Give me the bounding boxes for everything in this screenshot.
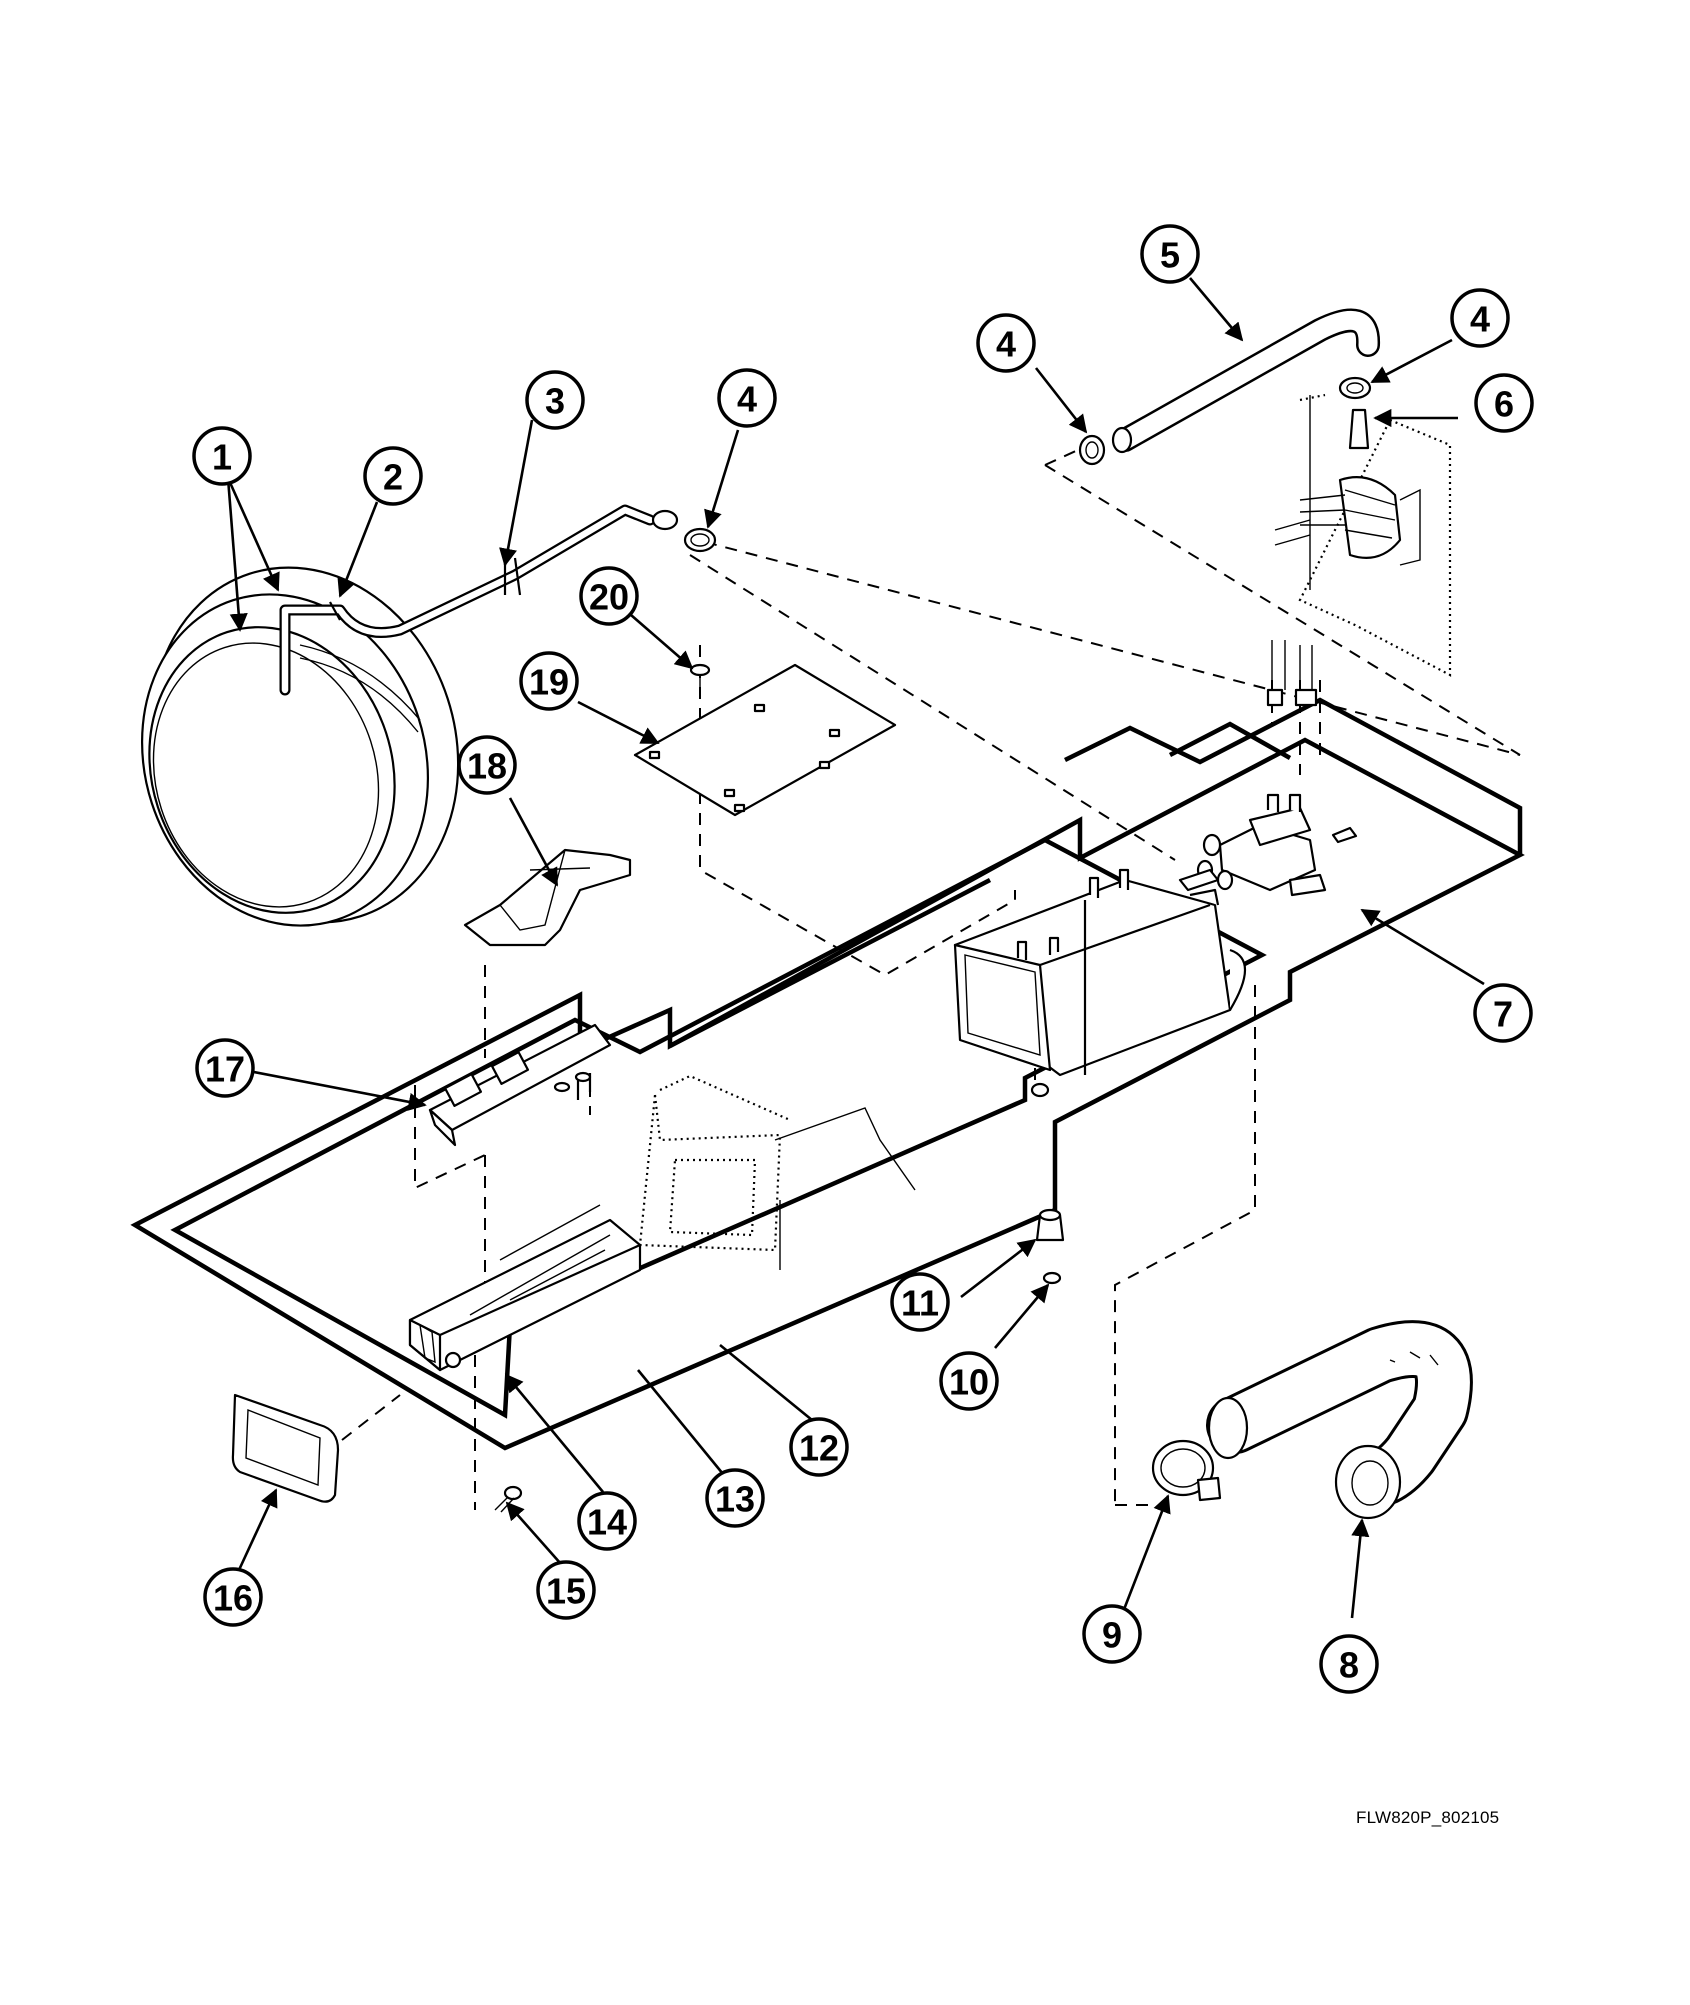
svg-text:19: 19 [529,662,569,703]
svg-text:11: 11 [901,1283,939,1324]
svg-text:16: 16 [213,1578,253,1619]
callout-18: 18 [457,735,517,795]
callout-12: 12 [789,1417,849,1477]
callout-4a: 4 [717,368,777,428]
svg-text:17: 17 [205,1049,245,1090]
callout-8: 8 [1319,1634,1379,1694]
drawer-handle [231,1393,340,1503]
svg-text:7: 7 [1493,994,1513,1035]
cabinet-top-outline [130,697,1525,1451]
svg-text:4: 4 [737,379,757,420]
hose-clamp-upper [1078,376,1372,466]
svg-text:4: 4 [996,324,1016,365]
wire-connectors [1266,640,1318,707]
callout-17: 17 [195,1038,255,1098]
svg-text:2: 2 [383,457,403,498]
drain-plug-parts [1035,1208,1065,1285]
hose-clamp-left [683,527,717,553]
callout-19: 19 [519,651,579,711]
water-inlet-valve [1196,793,1358,897]
leader-lines [226,277,1485,1619]
dispenser-drawer-cap [428,1023,612,1147]
drain-hose-clamp [1151,1439,1222,1502]
callout-11: 11 [890,1272,950,1332]
svg-text:13: 13 [715,1479,755,1520]
svg-text:5: 5 [1160,235,1180,276]
svg-text:4: 4 [1470,299,1490,340]
figure-code: FLW820P_802105 [1356,1808,1500,1827]
dispenser-drawer [408,1204,642,1372]
inner-cabinet-dotted [638,1074,916,1270]
callout-6: 6 [1474,373,1534,433]
svg-text:12: 12 [799,1428,839,1469]
callout-9: 9 [1082,1604,1142,1664]
board-screw [689,663,711,695]
callout-5: 5 [1140,224,1200,284]
callout-20: 20 [579,566,639,626]
svg-text:14: 14 [587,1502,627,1543]
inlet-valve-bracket [1274,393,1452,677]
svg-text:8: 8 [1339,1645,1359,1686]
callout-4c: 4 [1450,288,1510,348]
svg-text:15: 15 [546,1571,586,1612]
svg-text:9: 9 [1102,1615,1122,1656]
drain-hose [1206,1320,1473,1520]
drawer-screw [494,1485,523,1513]
callout-1: 1 [192,426,252,486]
callout-10: 10 [939,1351,999,1411]
callout-13: 13 [705,1468,765,1528]
door-bellow [140,566,460,927]
detergent-housing [953,868,1246,1098]
svg-text:3: 3 [545,381,565,422]
callout-2: 2 [363,446,423,506]
callout-4b: 4 [976,313,1036,373]
callout-7: 7 [1473,983,1533,1043]
control-board [633,663,897,817]
svg-text:20: 20 [589,577,629,618]
callout-14: 14 [577,1491,637,1551]
svg-text:10: 10 [949,1362,989,1403]
callout-16: 16 [203,1567,263,1627]
callout-3: 3 [525,370,585,430]
svg-text:1: 1 [212,437,232,478]
callout-15: 15 [536,1560,596,1620]
svg-text:18: 18 [467,746,507,787]
upper-hose [1111,308,1381,454]
dispenser-siphon [463,848,632,947]
svg-text:6: 6 [1494,384,1514,425]
